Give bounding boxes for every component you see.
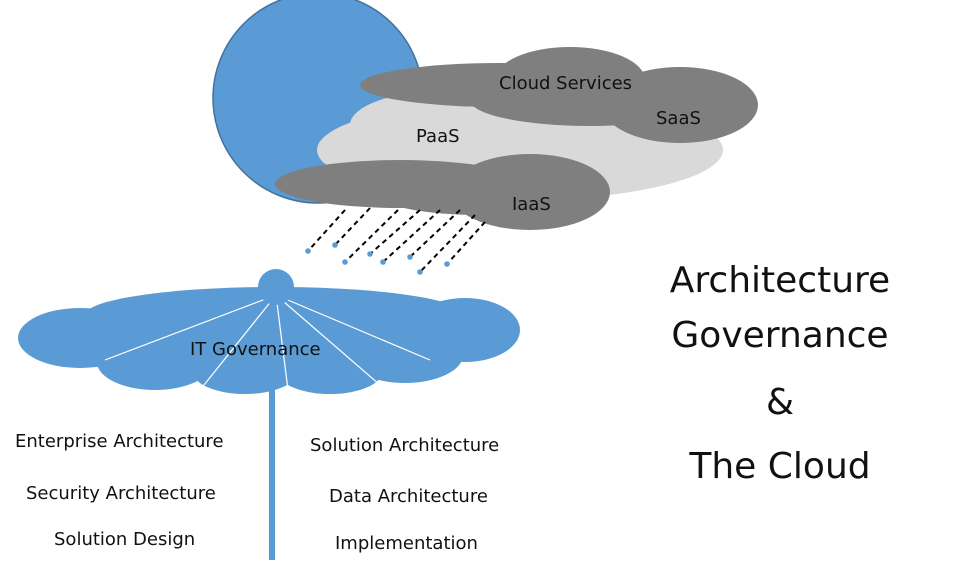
rain-streak (419, 214, 476, 273)
rain-drop (444, 261, 450, 267)
cloud-services-label: Cloud Services (499, 73, 633, 94)
rain-streak (369, 209, 421, 255)
paas-label: PaaS (416, 126, 460, 147)
solution-design-label: Solution Design (54, 529, 196, 550)
iaas-label: IaaS (512, 194, 551, 215)
rain-drop (417, 269, 423, 275)
title-line-4: The Cloud (689, 446, 871, 487)
title-line-1: Architecture (669, 260, 891, 301)
umbrella-pole (269, 385, 275, 560)
umbrella-ribs (104, 294, 431, 391)
rain-streak (409, 209, 461, 258)
rain-drop (407, 254, 413, 260)
iaas-cloud-shape (275, 154, 610, 230)
rain-drop (367, 251, 373, 257)
security-architecture-label: Security Architecture (26, 483, 216, 504)
data-architecture-label: Data Architecture (329, 486, 488, 507)
rain-drop (305, 248, 311, 254)
it-governance-label: IT Governance (190, 339, 321, 360)
rain-streak (334, 207, 371, 246)
solution-architecture-label: Solution Architecture (310, 435, 500, 456)
rain-streak (307, 209, 346, 252)
saas-label: SaaS (656, 108, 701, 129)
rain-drop (380, 259, 386, 265)
cloud-services-cloud-shape (360, 47, 758, 143)
umbrella-canopy (18, 287, 520, 394)
rain-streak (344, 209, 399, 263)
implementation-label: Implementation (335, 533, 478, 554)
rain-drop (342, 259, 348, 265)
rain-streak (382, 209, 441, 263)
rain-streak (446, 221, 486, 265)
title-line-3: & (765, 382, 795, 423)
rain-drop (332, 242, 338, 248)
enterprise-architecture-label: Enterprise Architecture (15, 431, 224, 452)
title-line-2: Governance (671, 315, 889, 356)
umbrella-knob (258, 269, 294, 305)
rain-drops (305, 207, 486, 275)
